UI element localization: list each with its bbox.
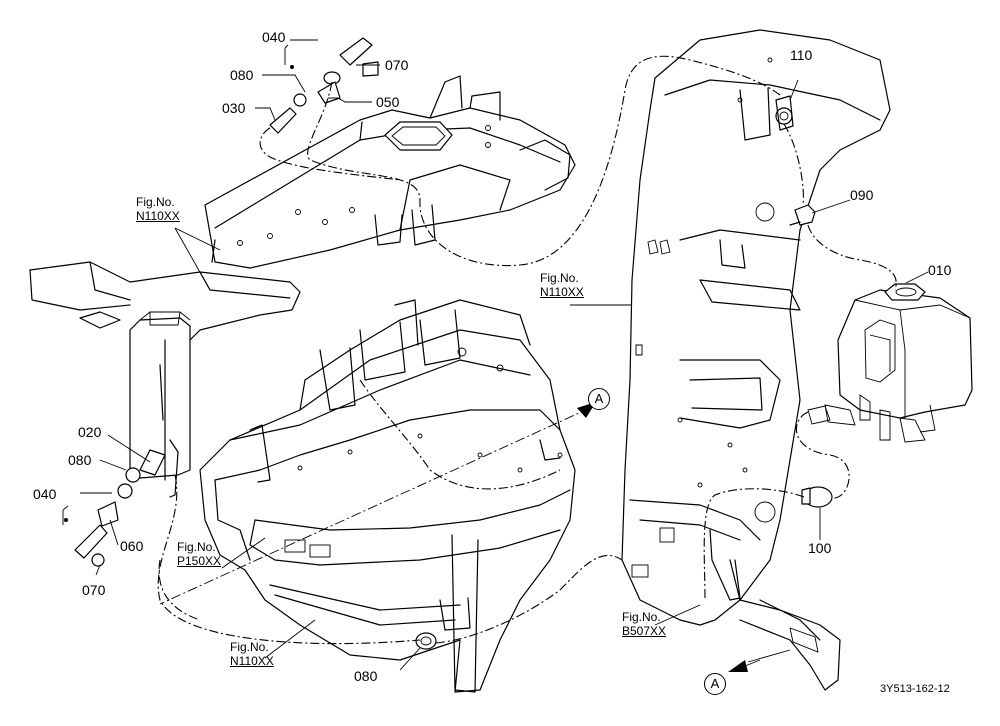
left-steering-post-assembly — [29, 261, 301, 498]
fig-ref-b507: Fig.No. B507XX — [622, 610, 666, 638]
part-label-030: 030 — [222, 100, 246, 116]
fig-ref-number: N110XX — [540, 285, 584, 299]
fig-ref-p150: Fig.No. P150XX — [177, 540, 221, 568]
part-label-010: 010 — [928, 262, 952, 278]
part-label-060: 060 — [120, 538, 144, 554]
part-label-050: 050 — [376, 94, 400, 110]
fig-ref-number: B507XX — [622, 624, 667, 638]
part-label-080-bottom: 080 — [354, 668, 378, 684]
reservoir-tank-010 — [807, 283, 973, 443]
upper-frame-assembly — [204, 75, 576, 269]
leader-lines — [62, 39, 929, 671]
section-marker-a-lower: A — [704, 673, 726, 695]
part-label-040-top: 040 — [262, 29, 286, 45]
part-label-020: 020 — [78, 424, 102, 440]
fig-ref-bottom-center: Fig.No. N110XX — [230, 640, 274, 668]
section-marker-a-upper: A — [588, 388, 610, 410]
fig-ref-number: N110XX — [230, 654, 274, 668]
fig-ref-title: Fig.No. — [177, 540, 216, 554]
lower-frame-assembly — [199, 299, 576, 693]
hose-routing — [157, 55, 897, 645]
top-nozzle-parts — [269, 37, 379, 134]
fig-ref-number: P150XX — [177, 554, 222, 568]
fig-ref-number: N110XX — [136, 209, 180, 223]
joint-090 — [789, 204, 816, 226]
nozzle-110 — [775, 95, 794, 131]
fig-ref-center-right: Fig.No. N110XX — [540, 271, 584, 299]
part-label-090: 090 — [850, 187, 874, 203]
part-label-070-left: 070 — [82, 582, 106, 598]
right-panel-assembly — [621, 29, 891, 691]
part-label-080-top: 080 — [230, 67, 254, 83]
part-label-080-left: 080 — [68, 452, 92, 468]
part-label-110: 110 — [790, 47, 813, 63]
drawing-code: 3Y513-162-12 — [880, 683, 950, 695]
fig-ref-title: Fig.No. — [230, 640, 269, 654]
fig-ref-title: Fig.No. — [540, 271, 579, 285]
part-label-040-left: 040 — [33, 486, 57, 502]
fig-ref-title: Fig.No. — [136, 195, 175, 209]
fig-ref-top-left: Fig.No. N110XX — [136, 195, 180, 223]
part-label-070-top: 070 — [385, 57, 409, 73]
fig-ref-title: Fig.No. — [622, 610, 661, 624]
nozzle-100 — [801, 486, 833, 508]
bottom-joint-080 — [415, 632, 437, 650]
left-nozzle-parts — [64, 467, 141, 567]
section-line-a — [159, 402, 791, 672]
part-label-100: 100 — [808, 540, 832, 556]
